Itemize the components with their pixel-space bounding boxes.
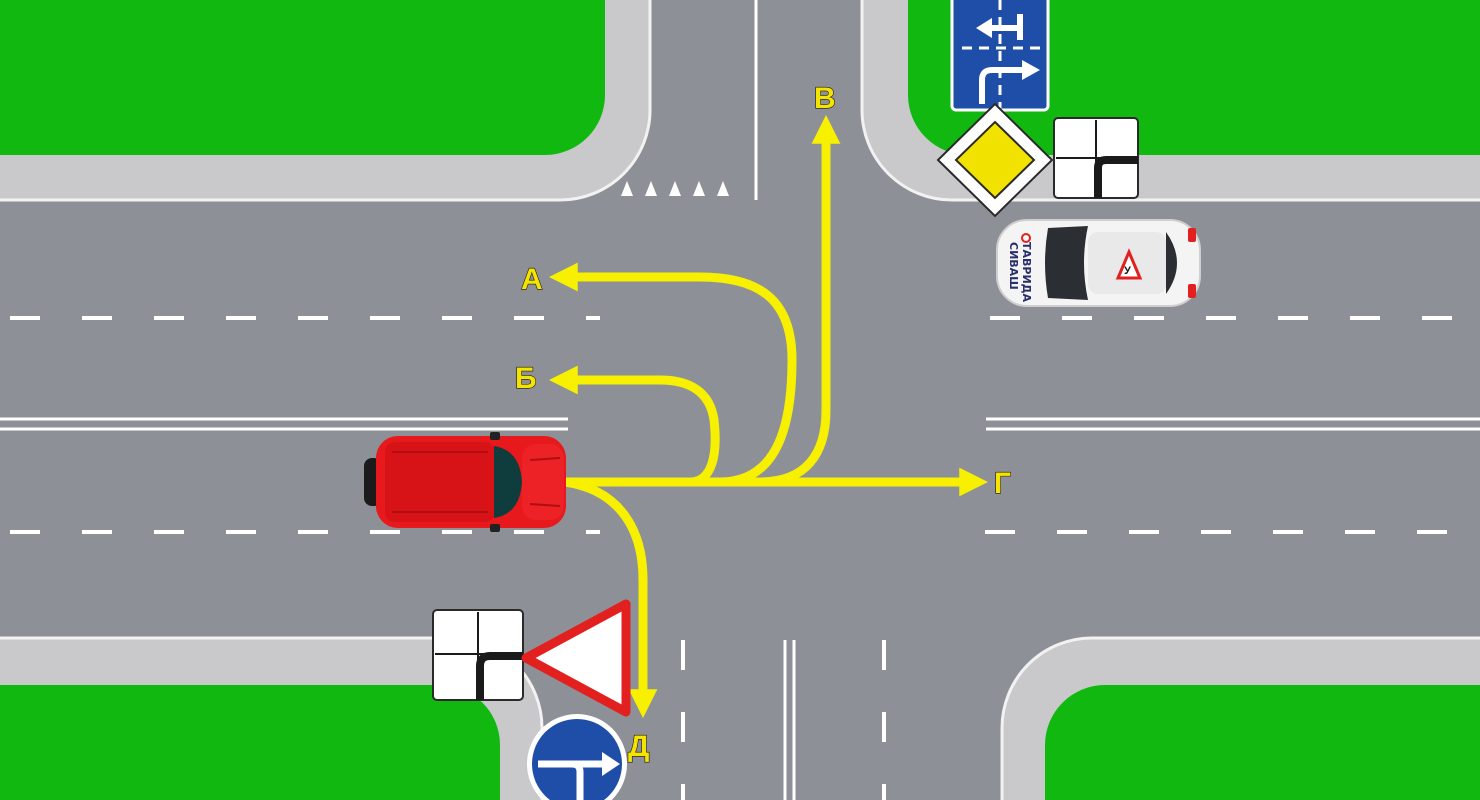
learner-car-brand-2: СИВАШ — [1007, 242, 1020, 290]
lane-direction-sign — [950, 0, 1050, 112]
red-car — [364, 432, 566, 532]
main-road-sign — [936, 102, 1054, 218]
mandatory-direction-sign — [527, 714, 627, 800]
route-label-v: В — [814, 82, 836, 115]
route-label-b: Б — [515, 362, 537, 395]
learner-badge-letter: У — [1124, 265, 1131, 277]
main-road-direction-plate-top — [1053, 117, 1139, 199]
route-label-g: Г — [994, 467, 1011, 500]
route-label-d: Д — [628, 730, 649, 763]
route-label-a: А — [521, 263, 543, 296]
learner-car: У ТАВРИДА СИВАШ — [996, 219, 1201, 307]
route-arrow-d — [560, 477, 658, 719]
route-arrows — [548, 114, 989, 719]
give-way-sign — [521, 599, 631, 717]
give-way-road-marking — [621, 181, 729, 196]
main-road-direction-plate-bottom — [432, 609, 524, 701]
learner-badge-icon — [1115, 248, 1143, 280]
route-arrow-a — [548, 262, 797, 487]
learner-car-brand-1: ТАВРИДА — [1020, 242, 1033, 302]
